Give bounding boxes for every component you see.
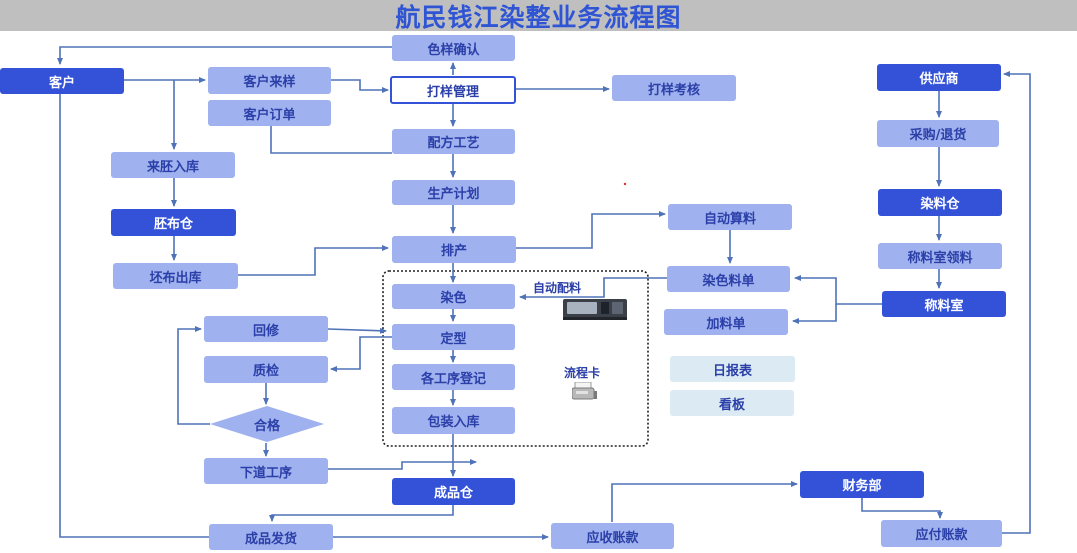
node-rework[interactable]: 回修 — [204, 316, 328, 342]
auto-dispensing-label: 自动配料 — [533, 281, 582, 295]
page-title: 航民钱江染整业务流程图 — [395, 3, 682, 32]
node-next-process[interactable]: 下道工序 — [204, 458, 328, 484]
node-daily-report[interactable]: 日报表 — [670, 356, 795, 382]
node-additive-sheet[interactable]: 加料单 — [664, 309, 788, 335]
node-production-plan[interactable]: 生产计划 — [392, 180, 515, 205]
node-greige-warehouse[interactable]: 胚布仓 — [111, 209, 236, 236]
node-qualified-label[interactable]: 合格 — [253, 418, 280, 434]
node-finance-dept[interactable]: 财务部 — [800, 471, 924, 498]
node-weighing-room[interactable]: 称料室 — [882, 291, 1006, 317]
node-auto-calculation[interactable]: 自动算料 — [668, 204, 792, 230]
node-finished-shipment[interactable]: 成品发货 — [209, 524, 333, 550]
node-receivables[interactable]: 应收账款 — [551, 523, 674, 549]
node-sample-management[interactable]: 打样管理 — [390, 76, 516, 104]
node-setting[interactable]: 定型 — [392, 324, 515, 350]
node-formula-process[interactable]: 配方工艺 — [392, 129, 515, 154]
hege-diamond — [210, 406, 324, 442]
node-weighing-requisition[interactable]: 称料室领料 — [878, 243, 1002, 269]
node-process-registration[interactable]: 各工序登记 — [392, 364, 515, 390]
title-bar — [0, 0, 1077, 31]
node-dyeing[interactable]: 染色 — [392, 284, 515, 309]
node-payables[interactable]: 应付账款 — [881, 520, 1002, 547]
node-customer-order[interactable]: 客户订单 — [208, 100, 331, 126]
node-customer-sample[interactable]: 客户来样 — [208, 67, 331, 94]
node-purchase-return[interactable]: 采购/退货 — [877, 120, 999, 147]
flow-card-label: 流程卡 — [564, 366, 601, 380]
dispensing-machine-icon — [563, 297, 629, 321]
node-dashboard[interactable]: 看板 — [670, 390, 794, 416]
node-finished-warehouse[interactable]: 成品仓 — [392, 478, 515, 505]
node-scheduling[interactable]: 排产 — [392, 236, 516, 263]
node-dye-warehouse[interactable]: 染料仓 — [878, 189, 1002, 216]
node-quality-check[interactable]: 质检 — [204, 356, 328, 383]
node-greige-outbound[interactable]: 坯布出库 — [113, 263, 238, 289]
flow-card-printer-icon — [571, 381, 598, 402]
node-sample-assessment[interactable]: 打样考核 — [612, 75, 736, 101]
node-customer[interactable]: 客户 — [0, 68, 124, 94]
node-color-sample-confirm[interactable]: 色样确认 — [392, 35, 515, 61]
node-packing-inbound[interactable]: 包装入库 — [392, 407, 515, 434]
node-dye-recipe-sheet[interactable]: 染色料单 — [667, 266, 790, 292]
node-supplier[interactable]: 供应商 — [877, 64, 1001, 91]
node-greige-inbound[interactable]: 来胚入库 — [111, 152, 235, 178]
